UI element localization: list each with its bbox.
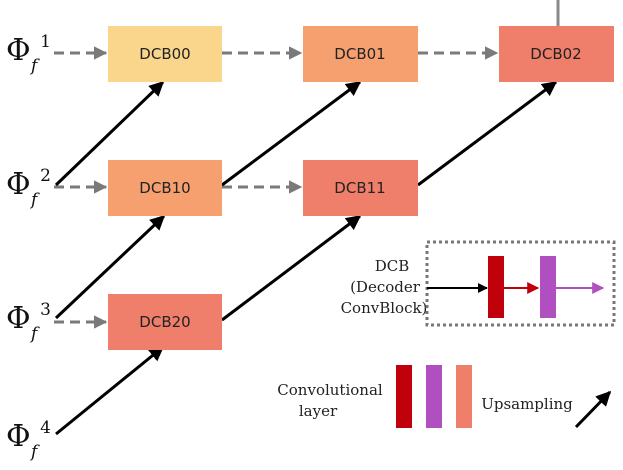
dcb-legend-line1: DCB (375, 257, 410, 275)
svg-text:Φ 3: Φ 3 (6, 300, 51, 336)
phi-1-symbol: Φ (6, 33, 31, 68)
phi-2-symbol: Φ (6, 167, 31, 202)
dcb11-block: DCB11 (303, 160, 418, 216)
upsampling-arrows (54, 80, 558, 436)
dcb00-label: DCB00 (139, 45, 190, 63)
dcb01-block: DCB01 (303, 26, 418, 82)
phi-2-subscript: f (29, 190, 40, 210)
dcb02-block: DCB02 (499, 26, 614, 82)
legend-conv-red-swatch (396, 365, 412, 428)
skip-connections (54, 46, 499, 329)
dcb20-box (108, 294, 222, 350)
dcb02-box (499, 26, 614, 82)
dcb-legend-line2: (Decoder (350, 278, 421, 296)
input-phi-4: Φ 4 f (6, 418, 51, 462)
dcb11-label: DCB11 (334, 179, 385, 197)
input-phi-3: Φ 3 f (6, 300, 51, 344)
legend-conv-salmon-swatch (456, 365, 472, 428)
dcb-legend-dotted-box (425, 240, 616, 327)
phi-3-symbol: Φ (6, 301, 31, 336)
bottom-legend: Convolutional layer Upsampling (277, 365, 612, 429)
input-phi-2: Φ 2 f (6, 166, 51, 210)
dcb-legend-conv-red (488, 256, 504, 318)
dcb-legend: DCB (Decoder ConvBlock) (341, 240, 616, 327)
phi-4-subscript: f (29, 442, 40, 462)
phi-3-subscript: f (29, 324, 40, 344)
dcb11-box (303, 160, 418, 216)
up-dcb20-to-dcb11 (221, 214, 362, 322)
legend-conv-line2: layer (299, 402, 338, 420)
dcb00-box (108, 26, 222, 82)
legend-conv-line1: Convolutional (277, 381, 383, 399)
legend-conv-purple-swatch (426, 365, 442, 428)
svg-text:Φ 1: Φ 1 (6, 32, 51, 68)
up-phi3-to-dcb10 (54, 214, 166, 320)
dcb10-box (108, 160, 222, 216)
phi-3-superscript: 3 (40, 300, 51, 320)
up-phi4-to-dcb20 (55, 345, 165, 436)
up-dcb11-to-dcb02 (417, 80, 558, 187)
phi-4-symbol: Φ (6, 419, 31, 454)
phi-4-superscript: 4 (40, 418, 51, 438)
dcb02-label: DCB02 (530, 45, 581, 63)
legend-upsampling-arrow (574, 390, 612, 429)
svg-text:Φ 4: Φ 4 (6, 418, 51, 454)
svg-text:Φ 2: Φ 2 (6, 166, 51, 202)
phi-1-superscript: 1 (40, 32, 51, 52)
dcb10-label: DCB10 (139, 179, 190, 197)
dcb00-block: DCB00 (108, 26, 222, 82)
phi-1-subscript: f (29, 56, 40, 76)
dcb01-box (303, 26, 418, 82)
legend-upsampling-label: Upsampling (481, 395, 573, 413)
dcb20-block: DCB20 (108, 294, 222, 350)
phi-2-superscript: 2 (40, 166, 51, 186)
up-dcb10-to-dcb01 (221, 80, 362, 187)
dcb10-block: DCB10 (108, 160, 222, 216)
input-phi-1: Φ 1 f (6, 32, 51, 76)
dcb01-label: DCB01 (334, 45, 385, 63)
dcb-legend-line3: ConvBlock) (341, 299, 428, 317)
up-phi2-to-dcb00 (54, 80, 165, 187)
dcb20-label: DCB20 (139, 313, 190, 331)
dcb-legend-conv-purple (540, 256, 556, 318)
